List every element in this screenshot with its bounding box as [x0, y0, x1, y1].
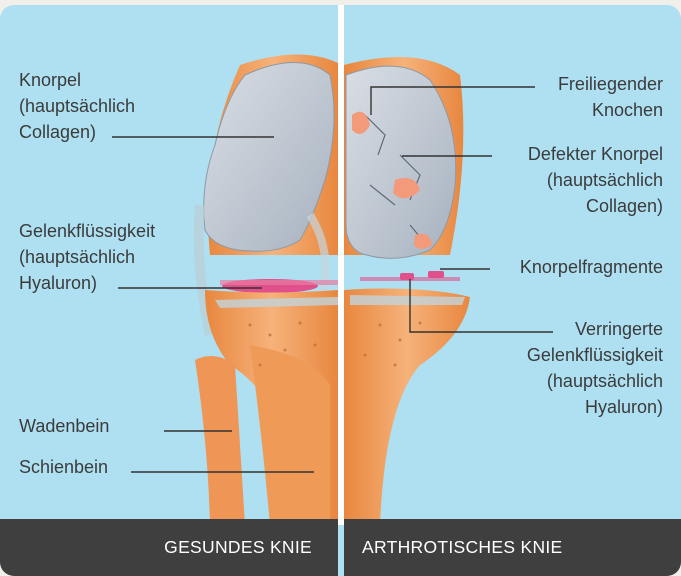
label-knorpelfragmente: Knorpelfragmente — [520, 254, 663, 280]
healthy-knee — [195, 54, 338, 525]
label-gelenkfluessigkeit: Gelenkflüssigkeit (hauptsächlich Hyaluro… — [19, 218, 155, 296]
caption-arthritic-knee: ARTHROTISCHES KNIE — [344, 519, 681, 576]
arthritic-knee — [344, 57, 470, 525]
defect-cartilage-shape — [346, 66, 456, 258]
label-wadenbein: Wadenbein — [19, 413, 109, 439]
caption-healthy-knee: GESUNDES KNIE — [0, 519, 338, 576]
label-knorpel: Knorpel (hauptsächlich Collagen) — [19, 67, 135, 145]
label-schienbein: Schienbein — [19, 454, 108, 480]
label-freiliegender-knochen: Freiliegender Knochen — [558, 71, 663, 123]
diagram-panel: Knorpel (hauptsächlich Collagen) Gelenkf… — [0, 5, 681, 576]
label-defekter-knorpel: Defekter Knorpel (hauptsächlich Collagen… — [528, 141, 663, 219]
label-verringerte-gelenkfluessigkeit: Verringerte Gelenkflüssigkeit (hauptsäch… — [527, 316, 663, 420]
